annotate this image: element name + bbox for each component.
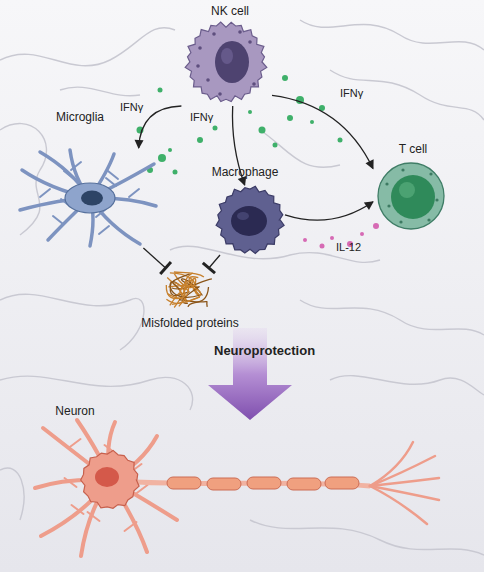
inhibition-connector	[209, 255, 220, 268]
signal-arrow	[232, 106, 244, 185]
t-cell: T cell	[373, 160, 449, 232]
cell-label: Neuron	[55, 404, 94, 418]
signal-label: IL-12	[336, 240, 361, 254]
process-label: Neuroprotection	[214, 343, 315, 359]
inhibition-connector	[143, 248, 165, 268]
signal-label: IFNγ	[120, 100, 143, 114]
nk-cell: NK cell	[180, 18, 272, 106]
cell-label: NK cell	[211, 4, 249, 18]
signal-arrow	[139, 106, 182, 148]
neuron-cell-shape	[35, 420, 440, 560]
cell-label: Misfolded proteins	[141, 316, 238, 330]
neuron-cell: Neuron	[35, 420, 440, 560]
macrophage-cell: Macrophage	[215, 185, 285, 255]
signal-label: IFNγ	[190, 110, 213, 124]
macrophage-cell-shape	[215, 185, 285, 255]
microglia-cell-shape	[18, 148, 158, 248]
gyri-lines	[0, 20, 484, 555]
misfolded-proteins: Misfolded proteins	[160, 268, 220, 312]
cell-label: Macrophage	[212, 165, 279, 179]
signal-arrow	[285, 202, 373, 220]
cell-label: Microglia	[56, 110, 104, 124]
signal-arrow	[272, 95, 373, 168]
cell-label: T cell	[399, 142, 427, 156]
t-cell-shape	[373, 160, 449, 232]
nk-cell-shape	[180, 18, 272, 106]
signal-label: IFNγ	[340, 86, 363, 100]
neuroprotection-arrow	[208, 328, 292, 420]
microglia-cell: Microglia	[18, 148, 158, 248]
misfolded-proteins-shape	[160, 268, 220, 312]
